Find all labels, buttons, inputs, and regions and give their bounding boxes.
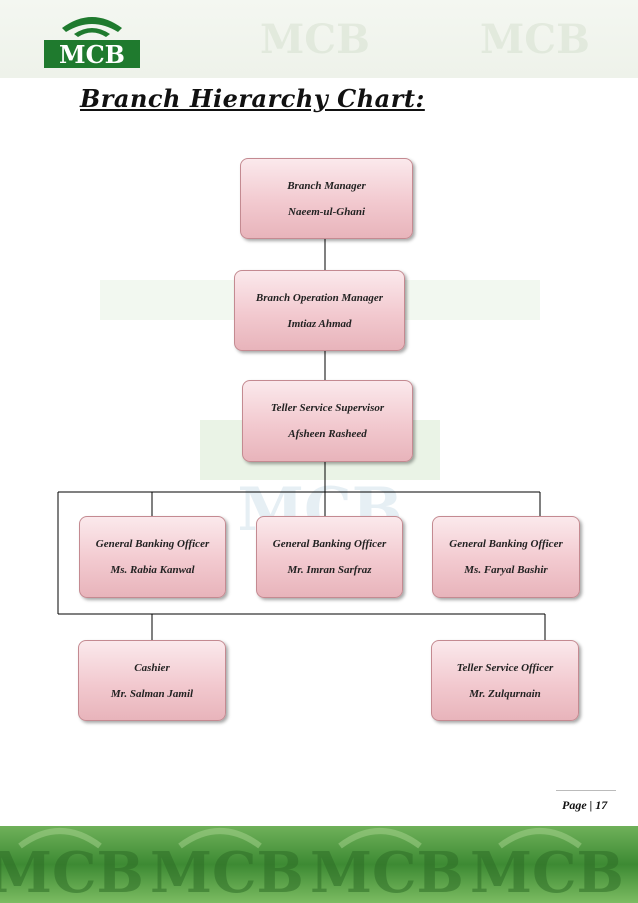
node-role: General Banking Officer [449, 538, 563, 550]
node-name: Mr. Salman Jamil [110, 687, 194, 700]
footer-band: MCB MCB MCB MCB [0, 826, 638, 903]
node-role: General Banking Officer [95, 538, 210, 550]
node-name: Afsheen Rasheed [288, 428, 367, 440]
svg-text:MCB: MCB [260, 16, 370, 63]
node-role: Branch Operation Manager [255, 291, 384, 304]
page-title: Branch Hierarchy Chart: [80, 84, 425, 113]
node-cashier: Cashier Mr. Salman Jamil [78, 640, 226, 721]
svg-text:MCB: MCB [310, 840, 464, 903]
node-role: Teller Service Supervisor [270, 402, 385, 414]
svg-text:MCB: MCB [150, 840, 304, 903]
svg-text:MCB: MCB [0, 840, 144, 903]
node-general-banking-officer-2: General Banking Officer Mr. Imran Sarfra… [256, 516, 403, 598]
node-teller-service-supervisor: Teller Service Supervisor Afsheen Rashee… [242, 380, 413, 462]
node-branch-operation-manager: Branch Operation Manager Imtiaz Ahmad [234, 270, 405, 351]
header-watermark-logo: MCB [480, 16, 590, 63]
node-branch-manager: Branch Manager Naeem-ul-Ghani [240, 158, 413, 239]
node-name: Ms. Faryal Bashir [464, 564, 548, 576]
node-teller-service-officer: Teller Service Officer Mr. Zulqurnain [431, 640, 579, 721]
node-name: Mr. Imran Sarfraz [287, 564, 372, 576]
node-general-banking-officer-1: General Banking Officer Ms. Rabia Kanwal [79, 516, 226, 598]
node-name: Ms. Rabia Kanwal [110, 564, 195, 576]
node-general-banking-officer-3: General Banking Officer Ms. Faryal Bashi… [432, 516, 580, 598]
node-role: Teller Service Officer [456, 661, 554, 674]
node-name: Mr. Zulqurnain [469, 687, 541, 700]
page-number: Page | 17 [562, 798, 608, 812]
node-name: Imtiaz Ahmad [287, 317, 352, 330]
node-role: Branch Manager [287, 179, 366, 192]
svg-text:MCB: MCB [59, 40, 125, 69]
node-role: General Banking Officer [272, 538, 387, 550]
svg-text:MCB: MCB [470, 840, 624, 903]
footer-watermark-logos: MCB MCB MCB MCB [0, 828, 624, 903]
header-watermark-logo: MCB [260, 16, 370, 63]
node-name: Naeem-ul-Ghani [288, 205, 365, 218]
mcb-logo: MCB [44, 17, 140, 69]
footer-divider [556, 790, 616, 791]
svg-text:MCB: MCB [480, 16, 590, 63]
node-role: Cashier [134, 661, 170, 674]
